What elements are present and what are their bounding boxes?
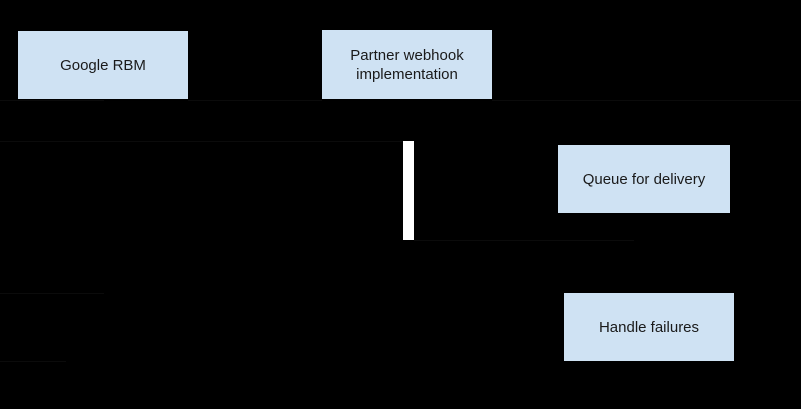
vertical-white-connector bbox=[403, 141, 414, 240]
connector-faint-8 bbox=[414, 240, 634, 241]
node-handle-failures-label: Handle failures bbox=[598, 318, 700, 336]
connector-faint-4 bbox=[0, 141, 104, 142]
node-google-rbm-label: Google RBM bbox=[60, 56, 146, 74]
connector-faint-3 bbox=[492, 100, 801, 101]
connector-faint-2 bbox=[188, 100, 322, 101]
connector-faint-5 bbox=[0, 293, 104, 294]
node-handle-failures[interactable]: Handle failures bbox=[564, 293, 734, 361]
node-queue-for-delivery-label: Queue for delivery bbox=[582, 170, 706, 188]
node-partner-webhook-implementation-label: Partner webhook implementation bbox=[350, 46, 464, 83]
connector-faint-7 bbox=[104, 141, 403, 142]
connector-faint-1 bbox=[0, 100, 104, 101]
node-queue-for-delivery[interactable]: Queue for delivery bbox=[558, 145, 730, 213]
node-google-rbm[interactable]: Google RBM bbox=[18, 31, 188, 99]
node-partner-webhook-implementation[interactable]: Partner webhook implementation bbox=[322, 30, 492, 99]
connector-faint-6 bbox=[0, 361, 66, 362]
